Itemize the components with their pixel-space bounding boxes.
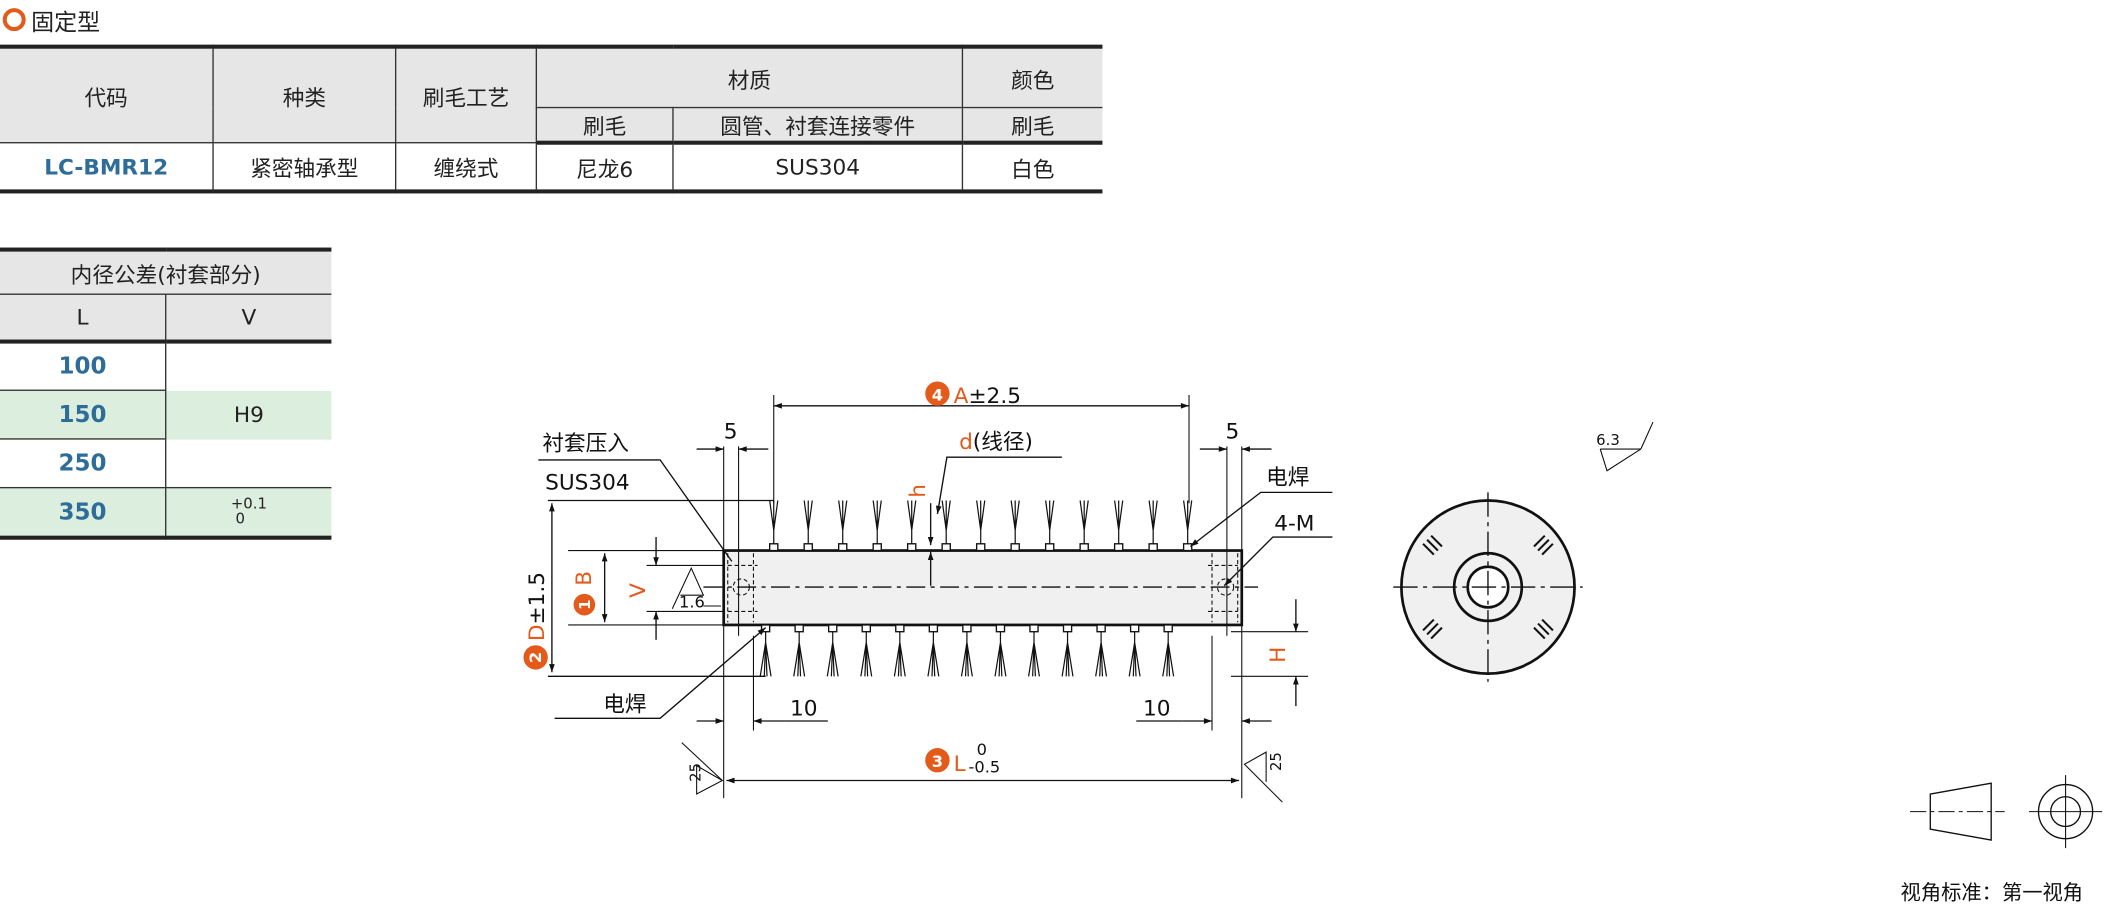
projection-label: 视角标准：第一视角 [1901,881,2084,905]
svg-text:L: L [954,752,966,777]
dim-a-label: A±2.5 [954,384,1021,409]
header-code: 代码 [0,45,214,144]
bushing-hidden-lines [727,553,1239,623]
svg-text:H: H [1266,647,1291,663]
cell-tube: SUS304 [672,142,964,193]
row-l: 350 [0,486,167,539]
header-material-tube: 圆管、衬套连接零件 [672,106,964,145]
bristle-tuft [1010,500,1020,552]
svg-text:5: 5 [1226,419,1240,444]
row-l: 250 [0,438,167,489]
bristle-tuft [1148,500,1158,552]
bristle-tuft [1095,624,1108,677]
tube-body [722,549,1244,627]
svg-text:B: B [572,571,597,586]
cell-bristle: 尼龙6 [535,142,674,193]
bristle-tuft [927,624,940,677]
bristle-tuft [1128,624,1141,677]
d-leader [935,456,1062,515]
header-process: 刷毛工艺 [394,45,538,144]
roughness-end-left [681,742,724,795]
svg-text:6.3: 6.3 [1596,431,1620,449]
bristle-tuft [1061,624,1074,677]
svg-text:1.6: 1.6 [679,592,705,611]
svg-text:0: 0 [977,740,987,759]
bushing-label: 衬套压入 [542,431,629,456]
section-title: 固定型 [2,3,100,37]
svg-text:V: V [626,583,651,598]
bristle-tuft [872,500,882,552]
row-v: H9 [165,390,332,439]
wire-diameter-label: d(线径) [959,430,1033,455]
weld-top-label: 电焊 [1266,465,1309,490]
cell-process: 缠绕式 [394,142,538,193]
cell-color: 白色 [961,142,1103,193]
thread-leader [1223,536,1333,587]
header-material: 材质 [535,45,964,109]
cell-code: LC-BMR12 [0,142,214,193]
projection-symbol-icon [1910,775,2103,849]
weld-bottom-label: 电焊 [603,693,646,718]
bristle-tuft [1027,624,1041,677]
bristle-tuft [975,500,986,552]
bristle-tuft [893,624,906,677]
bristle-tuft [1079,500,1089,552]
svg-text:4: 4 [932,385,943,404]
bristle-tuft [1044,500,1055,552]
row-l: 100 [0,340,167,391]
bristle-tuft [960,624,973,677]
thread-label: 4-M [1274,511,1314,536]
svg-text:3: 3 [932,752,943,771]
bristle-tuft [793,624,806,677]
bristle-tuft [941,500,951,552]
spec-table: 代码 种类 刷毛工艺 材质 颜色 刷毛 圆管、衬套连接零件 刷毛 LC-BMR1… [0,44,1103,194]
header-v: V [165,293,332,344]
svg-text:25: 25 [1267,752,1285,771]
svg-text:10: 10 [1143,697,1171,722]
bristle-tuft [769,500,779,552]
bristle-tuft [837,500,848,552]
bristle-tuft [860,624,873,677]
header-material-bristle: 刷毛 [536,106,674,145]
side-view [1393,492,1583,682]
cell-type: 紧密轴承型 [212,142,397,193]
roughness-end-right [1243,751,1283,803]
weld-leader-bottom [554,627,767,719]
badge-4 [925,381,950,406]
svg-text:h: h [906,484,931,498]
bristle-tuft [826,624,839,677]
bristle-tuft [906,500,917,552]
svg-text:10: 10 [790,697,818,722]
svg-text:25: 25 [687,763,705,782]
header-color-bristle: 刷毛 [961,106,1103,145]
bristle-tuft [994,624,1007,677]
bristle-tuft [1182,500,1193,552]
svg-text:5: 5 [724,419,738,444]
bristle-tuft [1162,624,1175,677]
header-type: 种类 [212,45,397,144]
svg-text:2: 2 [526,652,545,663]
bushing-material: SUS304 [545,471,630,496]
svg-text:-0.5: -0.5 [969,757,1001,776]
dim-d-label: D±1.5 [525,572,550,641]
bristle-tuft [759,624,772,677]
svg-text:1: 1 [576,599,594,609]
circle-bullet-icon [2,8,26,32]
roughness-symbol [671,566,721,609]
weld-leader-top [1189,491,1333,548]
bristle-tuft [1113,500,1124,552]
bristle-tuft [803,500,813,552]
roughness-general-symbol [1599,421,1654,472]
row-v-tolerance: +0.1 0 [165,486,332,539]
